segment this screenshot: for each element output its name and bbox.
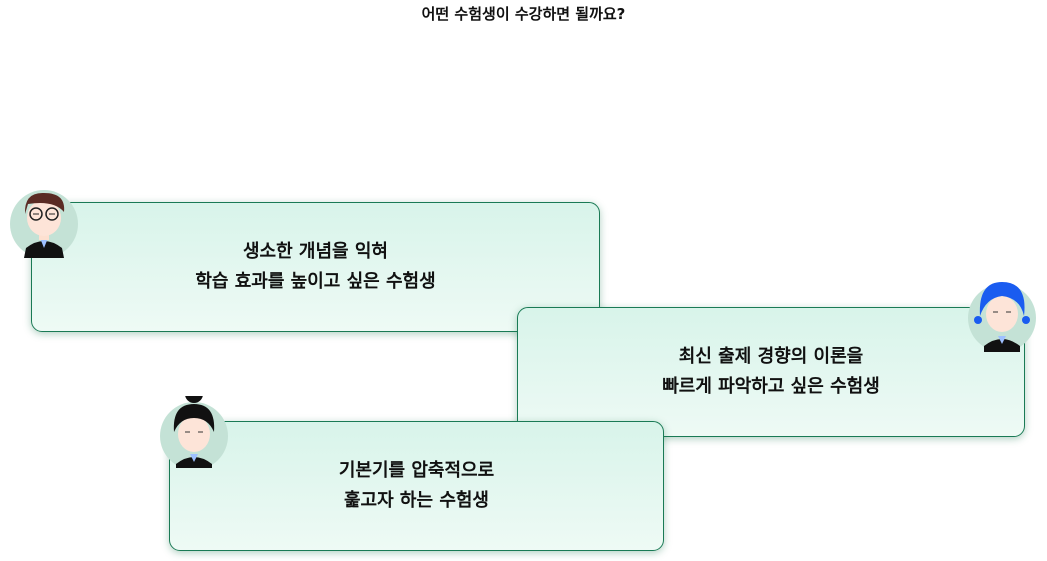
page-title: 어떤 수험생이 수강하면 될까요? (421, 5, 626, 23)
girl-blue-hair-avatar-icon (968, 282, 1036, 352)
card-line: 학습 효과를 높이고 싶은 수험생 (195, 271, 436, 292)
girl-bun-hair-avatar-icon (160, 396, 228, 468)
card-line: 빠르게 파악하고 싶은 수험생 (662, 376, 880, 397)
card-line: 최신 출제 경향의 이론을 (678, 346, 864, 367)
boy-with-glasses-avatar-icon (10, 190, 78, 258)
card-line: 훑고자 하는 수험생 (343, 490, 489, 511)
card-line: 생소한 개념을 익혀 (242, 241, 388, 262)
card-line: 기본기를 압축적으로 (338, 460, 495, 481)
